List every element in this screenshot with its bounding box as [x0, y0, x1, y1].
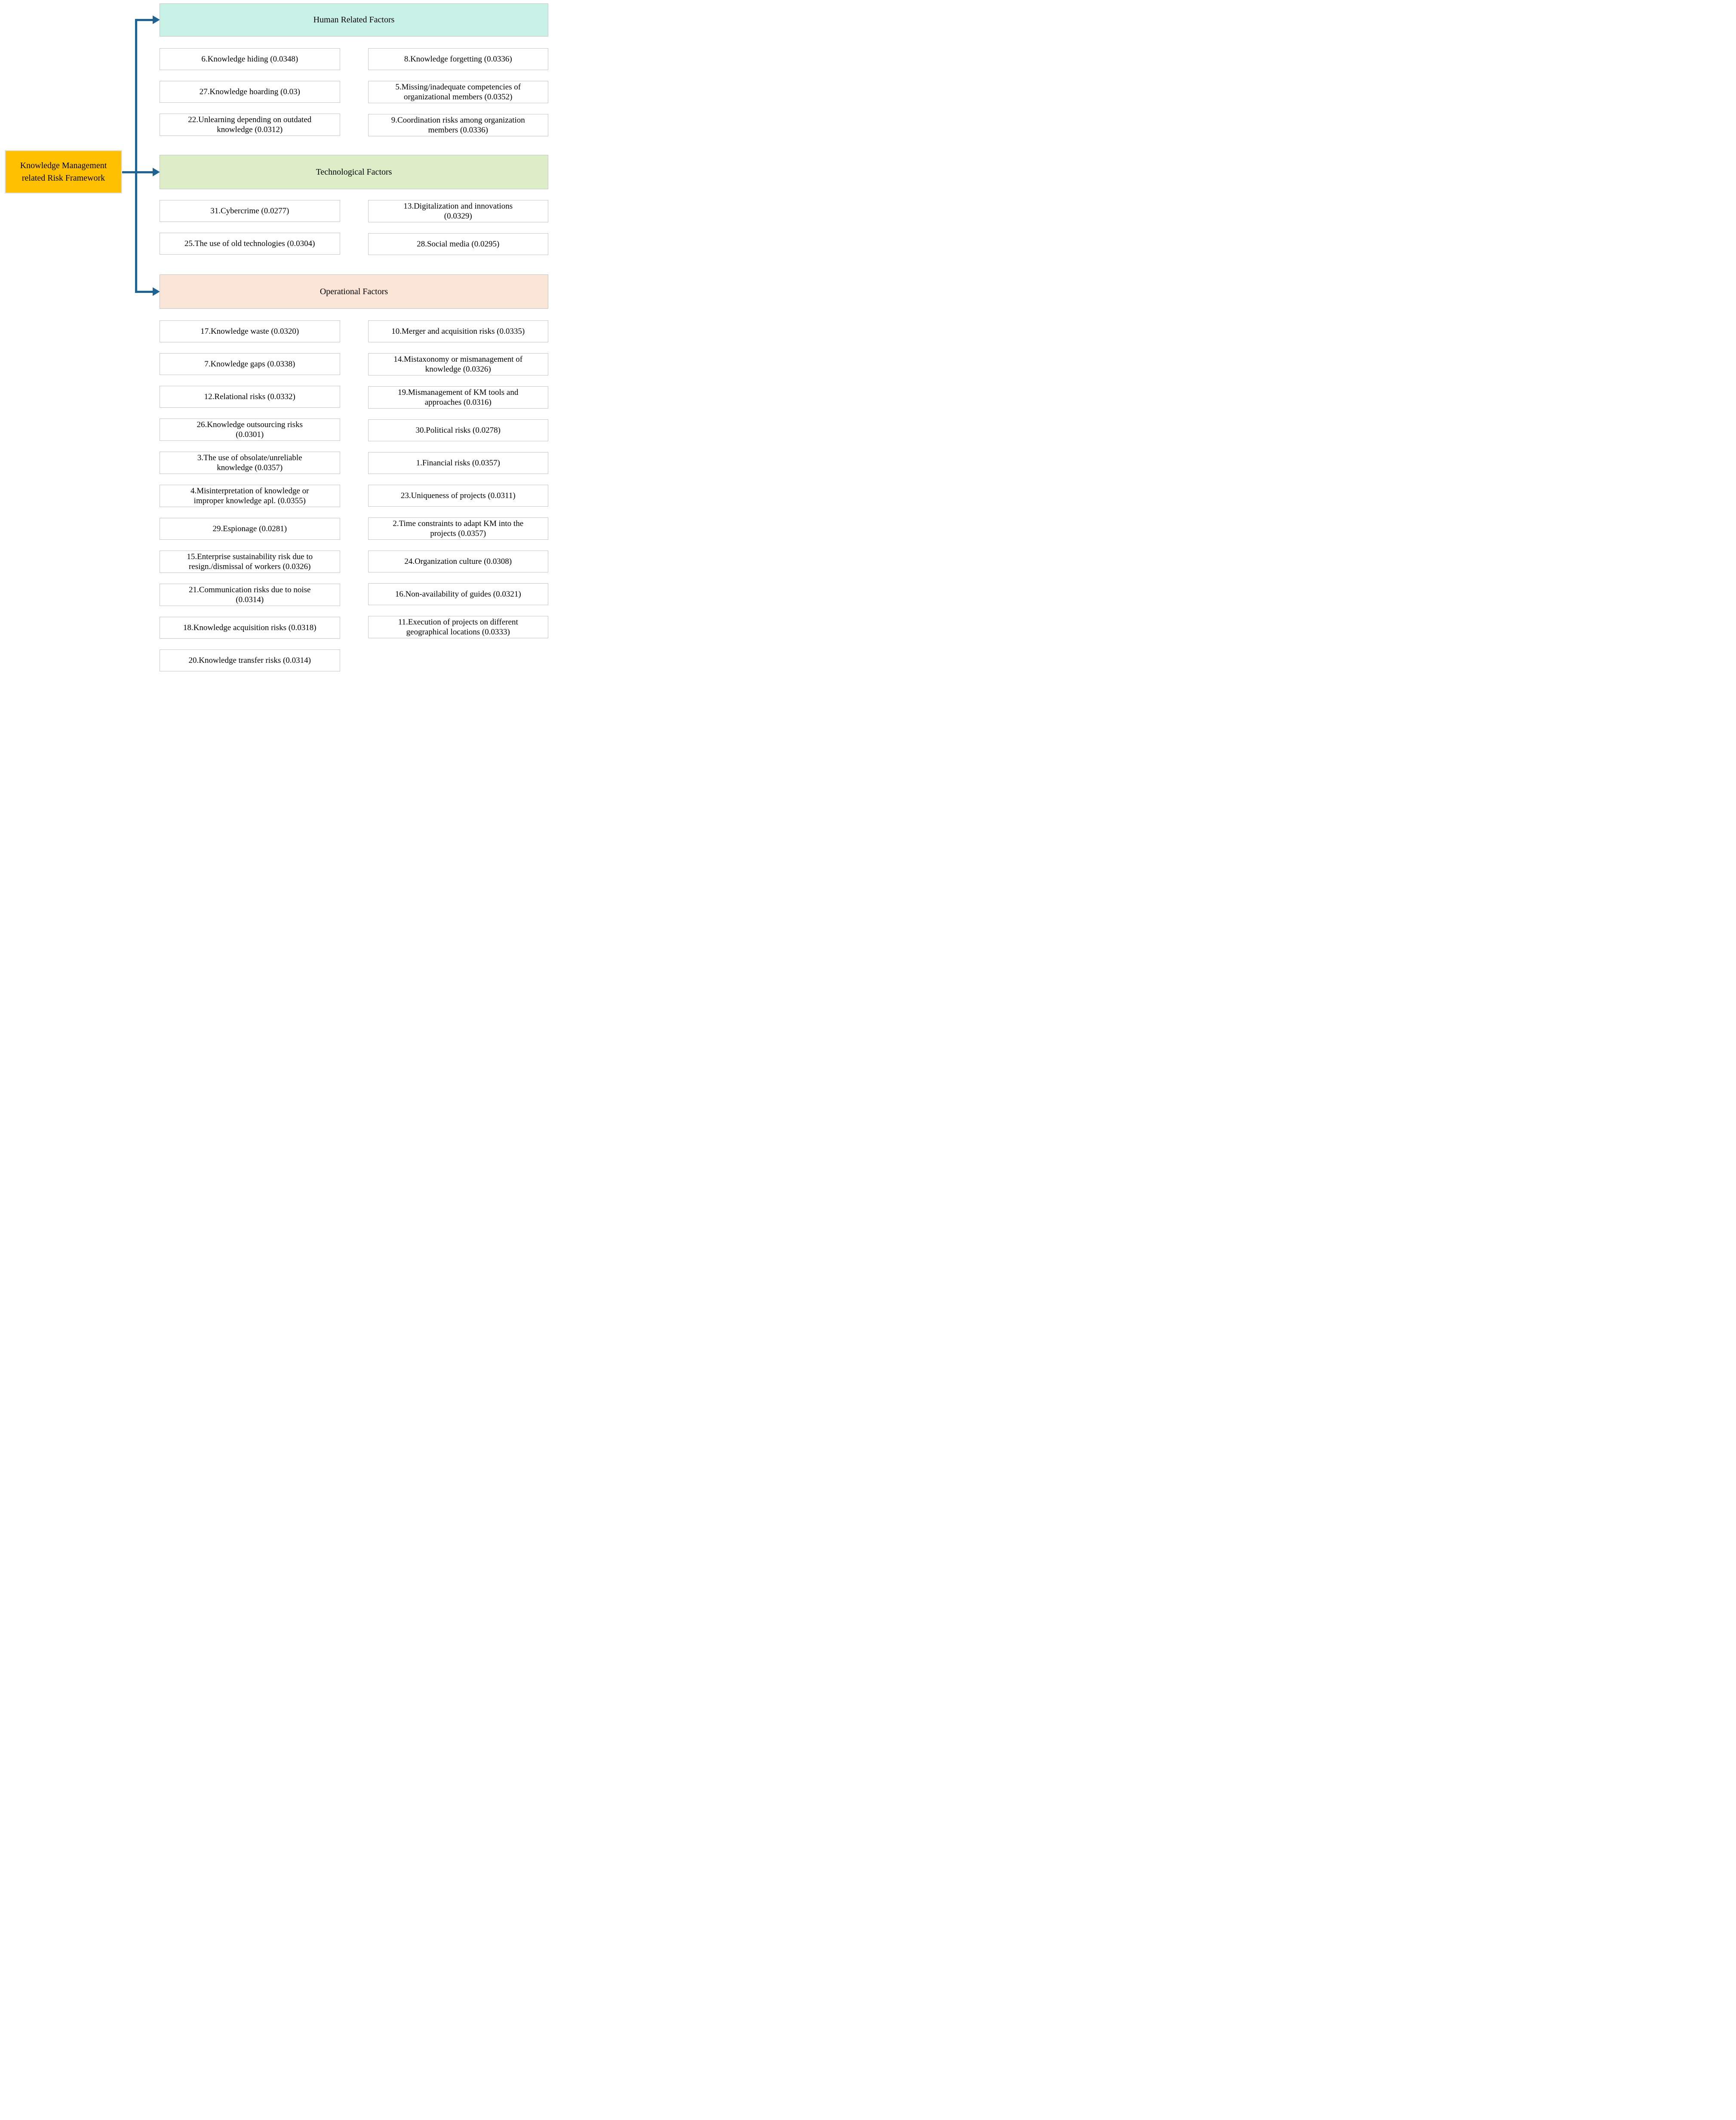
risk-item: 12.Relational risks (0.0332)	[160, 386, 340, 408]
risk-item: 24.Organization culture (0.0308)	[368, 551, 548, 572]
risk-item: 4.Misinterpretation of knowledge or impr…	[160, 485, 340, 507]
category-section-operational: Operational Factors 17.Knowledge waste (…	[160, 274, 548, 671]
category-header-technological: Technological Factors	[160, 155, 548, 189]
risk-item: 15.Enterprise sustainability risk due to…	[160, 551, 340, 573]
connector-arm-human	[135, 19, 153, 21]
risk-item: 20.Knowledge transfer risks (0.0314)	[160, 649, 340, 671]
category-columns: 31.Cybercrime (0.0277) 25.The use of old…	[160, 200, 548, 255]
category-header-human: Human Related Factors	[160, 3, 548, 37]
risk-item: 14.Mistaxonomy or mismanagement of knowl…	[368, 353, 548, 375]
category-columns: 17.Knowledge waste (0.0320) 7.Knowledge …	[160, 320, 548, 671]
risk-item: 9.Coordination risks among organization …	[368, 114, 548, 136]
risk-item: 17.Knowledge waste (0.0320)	[160, 320, 340, 342]
category-section-human: Human Related Factors 6.Knowledge hiding…	[160, 3, 548, 136]
framework-root-box: Knowledge Management related Risk Framew…	[5, 150, 122, 194]
risk-item: 10.Merger and acquisition risks (0.0335)	[368, 320, 548, 342]
connector-arm-technological	[122, 171, 153, 173]
risk-item: 13.Digitalization and innovations (0.032…	[368, 200, 548, 222]
risk-item: 6.Knowledge hiding (0.0348)	[160, 48, 340, 70]
km-risk-framework-diagram: Knowledge Management related Risk Framew…	[0, 0, 550, 672]
risk-item: 28.Social media (0.0295)	[368, 233, 548, 255]
risk-item: 29.Espionage (0.0281)	[160, 518, 340, 540]
column-right: 8.Knowledge forgetting (0.0336) 5.Missin…	[368, 48, 548, 136]
risk-item: 16.Non-availability of guides (0.0321)	[368, 583, 548, 605]
risk-item: 26.Knowledge outsourcing risks (0.0301)	[160, 418, 340, 441]
risk-item: 23.Uniqueness of projects (0.0311)	[368, 485, 548, 507]
risk-item: 30.Political risks (0.0278)	[368, 419, 548, 441]
risk-item: 8.Knowledge forgetting (0.0336)	[368, 48, 548, 70]
risk-item: 1.Financial risks (0.0357)	[368, 452, 548, 474]
risk-item: 7.Knowledge gaps (0.0338)	[160, 353, 340, 375]
column-right: 13.Digitalization and innovations (0.032…	[368, 200, 548, 255]
risk-item: 2.Time constraints to adapt KM into the …	[368, 517, 548, 540]
connector-vertical-line	[135, 19, 137, 293]
risk-item: 31.Cybercrime (0.0277)	[160, 200, 340, 222]
risk-item: 22.Unlearning depending on outdated know…	[160, 114, 340, 136]
arrow-right-icon	[153, 168, 160, 176]
category-header-operational: Operational Factors	[160, 274, 548, 309]
risk-item: 11.Execution of projects on different ge…	[368, 616, 548, 638]
arrow-right-icon	[153, 287, 160, 296]
risk-item: 25.The use of old technologies (0.0304)	[160, 233, 340, 255]
risk-item: 3.The use of obsolate/unreliable knowled…	[160, 452, 340, 474]
column-left: 31.Cybercrime (0.0277) 25.The use of old…	[160, 200, 340, 255]
risk-item: 21.Communication risks due to noise (0.0…	[160, 584, 340, 606]
risk-item: 19.Mismanagement of KM tools and approac…	[368, 386, 548, 409]
risk-item: 5.Missing/inadequate competencies of org…	[368, 81, 548, 103]
arrow-right-icon	[153, 15, 160, 24]
connector-arm-operational	[135, 291, 153, 293]
column-left: 17.Knowledge waste (0.0320) 7.Knowledge …	[160, 320, 340, 671]
risk-item: 27.Knowledge hoarding (0.03)	[160, 81, 340, 103]
column-right: 10.Merger and acquisition risks (0.0335)…	[368, 320, 548, 671]
risk-item: 18.Knowledge acquisition risks (0.0318)	[160, 617, 340, 639]
column-left: 6.Knowledge hiding (0.0348) 27.Knowledge…	[160, 48, 340, 136]
category-columns: 6.Knowledge hiding (0.0348) 27.Knowledge…	[160, 48, 548, 136]
category-section-technological: Technological Factors 31.Cybercrime (0.0…	[160, 155, 548, 255]
